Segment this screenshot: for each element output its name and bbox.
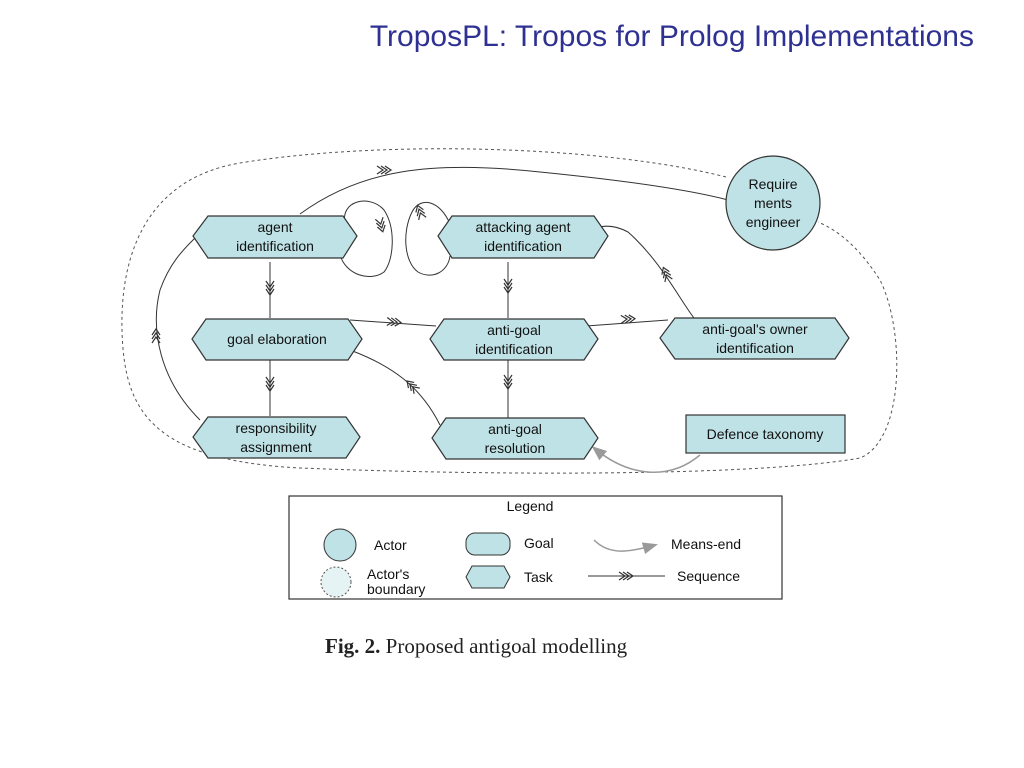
caption-label: Fig. 2. <box>325 634 381 658</box>
task-label: anti-goal <box>488 421 542 437</box>
legend-means-end-symbol <box>593 539 658 555</box>
figure-caption: Fig. 2. Proposed antigoal modelling <box>325 634 627 659</box>
task-responsibility-assignment: responsibility assignment <box>192 416 361 459</box>
task-attacking-agent-identification: attacking agent identification <box>437 215 609 259</box>
legend-actor-label: Actor <box>374 537 407 553</box>
task-label: identification <box>716 340 794 356</box>
task-label: anti-goal's owner <box>702 321 808 337</box>
legend-task-symbol <box>465 565 511 589</box>
task-antigoal-identification: anti-goal identification <box>429 318 599 361</box>
actor-line: engineer <box>746 214 801 230</box>
task-label: assignment <box>240 439 312 455</box>
task-goal-elaboration: goal elaboration <box>191 318 363 361</box>
task-label: anti-goal <box>487 322 541 338</box>
task-label: resolution <box>485 440 546 456</box>
task-agent-identification: agent identification <box>192 215 358 259</box>
actor-line: ments <box>754 195 792 211</box>
legend: Legend Actor Actor's boundary Goal Task … <box>288 495 783 600</box>
legend-task-label: Task <box>524 569 554 585</box>
task-label: responsibility <box>236 420 317 436</box>
task-antigoal-owner-identification: anti-goal's owner identification <box>659 317 850 360</box>
sequence-links <box>155 166 729 426</box>
means-end-link <box>591 446 701 473</box>
task-label: agent <box>257 219 292 235</box>
legend-boundary-symbol <box>320 566 352 598</box>
legend-sequence-label: Sequence <box>677 568 740 584</box>
caption-text: Proposed antigoal modelling <box>385 634 628 658</box>
actor-requirements-engineer: Require ments engineer <box>725 155 821 251</box>
legend-actor-symbol <box>323 528 357 562</box>
legend-goal-label: Goal <box>524 535 554 551</box>
legend-boundary-label: Actor's <box>367 566 409 582</box>
task-label: attacking agent <box>476 219 571 235</box>
actor-boundary <box>121 148 898 474</box>
actor-line: Require <box>748 176 797 192</box>
legend-title: Legend <box>507 498 554 514</box>
task-label: goal elaboration <box>227 331 327 347</box>
legend-goal-symbol <box>465 532 511 556</box>
task-label: identification <box>484 238 562 254</box>
task-antigoal-resolution: anti-goal resolution <box>431 417 599 460</box>
resource-defence-taxonomy: Defence taxonomy <box>685 414 846 454</box>
task-label: identification <box>475 341 553 357</box>
task-label: identification <box>236 238 314 254</box>
legend-means-end-label: Means-end <box>671 536 741 552</box>
legend-boundary-label: boundary <box>367 581 425 597</box>
resource-label: Defence taxonomy <box>707 426 824 442</box>
slide-title: TroposPL: Tropos for Prolog Implementati… <box>369 20 974 53</box>
